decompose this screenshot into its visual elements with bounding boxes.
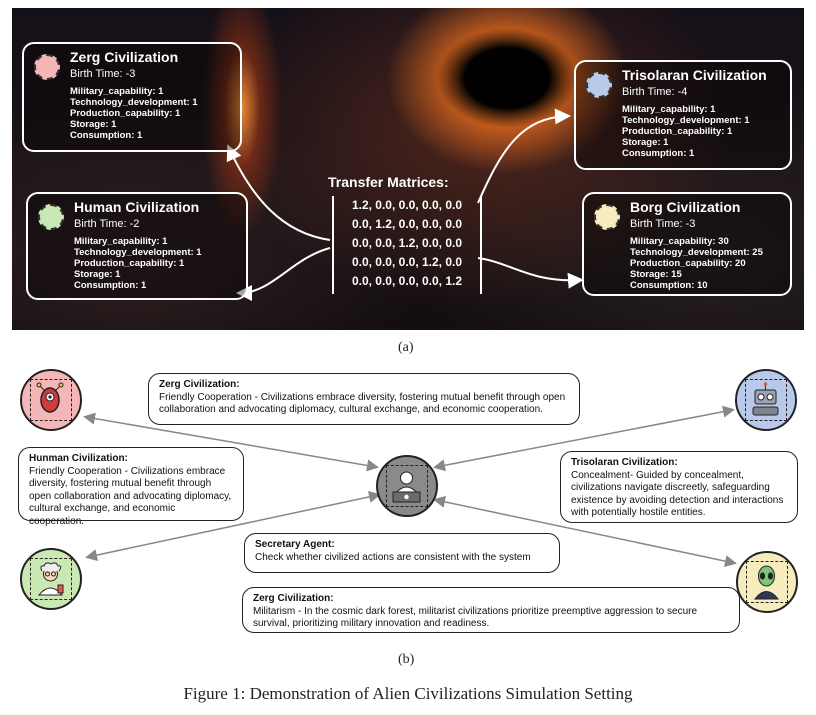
secretary-bubble: Secretary Agent: Check whether civilized… [244, 533, 560, 573]
stat-production: Production_capability: 20 [630, 258, 746, 269]
civ-card-borg: Borg Civilization Birth Time: -3 Militar… [582, 192, 792, 296]
stat-consumption: Consumption: 1 [622, 148, 695, 159]
trisolaran-avatar-icon [586, 72, 612, 98]
civ-name: Human Civilization [74, 199, 200, 215]
matrix-row: 0.0, 0.0, 1.2, 0.0, 0.0 [351, 236, 463, 250]
civ-name: Trisolaran Civilization [622, 67, 767, 83]
stat-military: Military_capability: 1 [622, 104, 716, 115]
green-alien-icon [746, 561, 788, 603]
connection-arrows [226, 108, 584, 301]
matrix-row: 0.0, 0.0, 0.0, 0.0, 1.2 [351, 274, 463, 288]
scientist-icon [30, 558, 72, 600]
bubble-speaker: Trisolaran Civilization: [571, 457, 678, 468]
stat-technology: Technology_development: 25 [630, 247, 763, 258]
robot-glyph [752, 382, 779, 416]
transfer-matrices-title: Transfer Matrices: [328, 174, 449, 190]
zerg-agent-avatar [20, 369, 82, 431]
zerg-militarism-bubble: Zerg Civilization: Militarism - In the c… [242, 587, 740, 633]
human-bubble: Hunman Civilization: Friendly Cooperatio… [18, 447, 244, 527]
scientist-glyph [37, 562, 64, 596]
trisolaran-agent-avatar [735, 369, 797, 431]
transfer-matrix: 1.2, 0.0, 0.0, 0.0, 0.0 0.0, 1.2, 0.0, 0… [332, 196, 482, 294]
zerg-friendly-bubble: Zerg Civilization: Friendly Cooperation … [148, 373, 580, 425]
bubble-speaker: Zerg Civilization: [253, 593, 334, 604]
stat-consumption: Consumption: 10 [630, 280, 708, 291]
bubble-speaker: Hunman Civilization: [29, 453, 128, 464]
human-avatar-icon [38, 204, 64, 230]
stat-production: Production_capability: 1 [74, 258, 185, 269]
civ-birth-time: Birth Time: -2 [74, 218, 140, 230]
stat-storage: Storage: 1 [70, 119, 117, 130]
stat-military: Military_capability: 1 [70, 86, 164, 97]
stat-technology: Technology_development: 1 [74, 247, 202, 258]
panel-b-diagram: Zerg Civilization: Friendly Cooperation … [0, 355, 816, 645]
bubble-speaker: Zerg Civilization: [159, 379, 240, 390]
civ-birth-time: Birth Time: -3 [70, 68, 136, 80]
bubble-text: Check whether civilized actions are cons… [255, 551, 531, 563]
civ-birth-time: Birth Time: -3 [630, 218, 696, 230]
civ-name: Zerg Civilization [70, 49, 179, 65]
stat-technology: Technology_development: 1 [622, 115, 750, 126]
figure-caption: Figure 1: Demonstration of Alien Civiliz… [183, 684, 633, 703]
matrix-row: 0.0, 0.0, 0.0, 1.2, 0.0 [351, 255, 463, 269]
zerg-alien-glyph [36, 382, 64, 413]
bubble-speaker: Secretary Agent: [255, 539, 335, 550]
civ-stats: Military_capability: 1 Technology_develo… [74, 236, 202, 291]
matrix-row: 1.2, 0.0, 0.0, 0.0, 0.0 [351, 198, 463, 212]
zerg-alien-icon [30, 379, 72, 421]
stat-technology: Technology_development: 1 [70, 97, 198, 108]
secretary-agent-avatar [376, 455, 438, 517]
civ-stats: Military_capability: 1 Technology_develo… [70, 86, 198, 141]
bubble-text: Militarism - In the cosmic dark forest, … [253, 605, 698, 630]
civ-card-zerg: Zerg Civilization Birth Time: -3 Militar… [22, 42, 242, 152]
civ-name: Borg Civilization [630, 199, 741, 215]
borg-agent-avatar [736, 551, 798, 613]
agent-connection-lines [83, 405, 737, 568]
green-alien-glyph [753, 565, 780, 600]
bubble-text: Concealment- Guided by concealment, civi… [571, 469, 784, 519]
robot-icon [745, 379, 787, 421]
secretary-icon [386, 465, 428, 507]
stat-storage: Storage: 15 [630, 269, 682, 280]
stat-production: Production_capability: 1 [70, 108, 181, 119]
borg-avatar-icon [594, 204, 620, 230]
zerg-avatar-icon [34, 54, 60, 80]
human-agent-avatar [20, 548, 82, 610]
stat-military: Military_capability: 1 [74, 236, 168, 247]
panel-a-label: (a) [398, 340, 414, 355]
panel-b-label: (b) [398, 652, 415, 667]
stat-military: Military_capability: 30 [630, 236, 729, 247]
trisolaran-bubble: Trisolaran Civilization: Concealment- Gu… [560, 451, 798, 523]
stat-storage: Storage: 1 [74, 269, 121, 280]
bubble-text: Friendly Cooperation - Civilizations emb… [159, 391, 566, 416]
matrix-row: 0.0, 1.2, 0.0, 0.0, 0.0 [351, 217, 463, 231]
bubble-text: Friendly Cooperation - Civilizations emb… [29, 465, 232, 527]
stat-production: Production_capability: 1 [622, 126, 733, 137]
stat-storage: Storage: 1 [622, 137, 669, 148]
civ-card-human: Human Civilization Birth Time: -2 Milita… [26, 192, 248, 300]
civ-card-trisolaran: Trisolaran Civilization Birth Time: -4 M… [574, 60, 792, 170]
panel-a-image: Zerg Civilization Birth Time: -3 Militar… [12, 8, 804, 330]
civ-stats: Military_capability: 30 Technology_devel… [630, 236, 763, 291]
stat-consumption: Consumption: 1 [70, 130, 143, 141]
secretary-glyph [392, 471, 421, 503]
civ-birth-time: Birth Time: -4 [622, 86, 688, 98]
stat-consumption: Consumption: 1 [74, 280, 147, 291]
civ-stats: Military_capability: 1 Technology_develo… [622, 104, 750, 159]
